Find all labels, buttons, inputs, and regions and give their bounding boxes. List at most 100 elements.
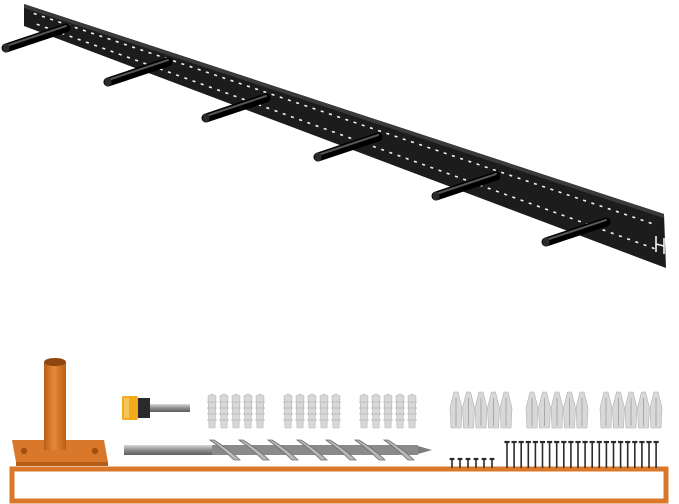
drill-bit-flute [208, 439, 241, 461]
support-rod-highlight [545, 219, 607, 241]
bracket-slot [320, 110, 324, 113]
bracket-slot [389, 151, 393, 155]
bracket-slot [58, 21, 62, 24]
bracket-slot [577, 220, 582, 223]
floating-shelf-bracket [1, 4, 666, 268]
bracket-slot [41, 15, 46, 18]
bracket-slot [315, 124, 319, 128]
bracket-slot [574, 196, 579, 200]
small-anchor [359, 393, 369, 429]
bracket-slot [648, 221, 652, 225]
bracket-slot [230, 79, 234, 83]
support-rod-end [2, 43, 10, 53]
support-rod [1, 23, 71, 53]
bracket-plate-top-edge [24, 4, 664, 218]
bracket-slot [282, 112, 286, 116]
support-rod-end [202, 113, 210, 123]
bracket-slot [468, 160, 472, 163]
bracket-plate [24, 4, 666, 268]
support-rod [431, 171, 501, 201]
bracket-slot [110, 50, 114, 53]
bracket-slot [126, 56, 131, 59]
jig-base-plate [12, 440, 108, 462]
short-screws [449, 457, 495, 468]
bracket-slot [298, 118, 303, 122]
bracket-slot [263, 90, 267, 94]
bracket-slot [69, 35, 73, 38]
drill-bit-flute [353, 439, 386, 461]
small-anchor [255, 393, 265, 429]
bracket-slot [397, 154, 401, 157]
bracket-slot [90, 32, 95, 35]
bracket-slot [394, 135, 398, 138]
support-rod-highlight [5, 25, 67, 47]
bracket-slot [353, 121, 357, 124]
bracket-slot [591, 202, 595, 205]
bracket-slot [427, 146, 431, 149]
small-anchor [207, 393, 217, 429]
bracket-slot [200, 83, 204, 86]
bracket-slot [372, 145, 377, 149]
bracket-slot [167, 71, 172, 74]
bracket-slot [323, 127, 327, 131]
small-anchor [331, 393, 341, 429]
support-rod-end [104, 77, 112, 87]
bracket-slot [643, 243, 647, 247]
drill-bit-flute [237, 439, 270, 461]
small-wall-anchors [207, 393, 417, 429]
bracket-slot [192, 80, 196, 83]
bracket-slot [184, 77, 188, 80]
bracket-slot [197, 68, 201, 71]
jig-hole [91, 447, 99, 455]
bracket-slot [336, 115, 341, 119]
bracket-slot [386, 132, 390, 135]
support-rod [541, 217, 611, 247]
drill-bit-flute [266, 439, 299, 461]
support-rod [313, 132, 383, 162]
bracket-slot [266, 106, 270, 110]
bracket-slot [82, 29, 87, 32]
support-rod [201, 93, 271, 123]
bracket-slot [435, 149, 439, 152]
bracket-slot [599, 204, 603, 208]
bracket-slot [148, 51, 152, 55]
small-anchor [307, 393, 317, 429]
jig-tube [44, 362, 66, 450]
bracket-slot [348, 136, 352, 140]
bracket-slot [459, 157, 464, 161]
jig-tube-opening [44, 358, 66, 366]
bracket-slot [640, 218, 644, 222]
orange-guide-rail [9, 466, 669, 504]
small-anchor [407, 393, 417, 429]
bracket-slot [443, 152, 447, 155]
bracket-slot [618, 234, 623, 238]
bracket-slot [74, 26, 78, 30]
small-anchor [295, 393, 305, 429]
bracket-slot [93, 44, 98, 47]
bracket-slot [520, 199, 524, 202]
bracket-slot [476, 163, 480, 166]
bracket-slot [233, 94, 237, 98]
small-anchor [243, 393, 253, 429]
bracket-slot [553, 211, 557, 214]
bracket-slot [566, 193, 570, 197]
bracket-slot [503, 193, 508, 196]
bracket-slot [140, 48, 144, 52]
bracket-slot [339, 133, 344, 137]
support-rod-end [432, 191, 440, 201]
bracket-slot [462, 178, 467, 181]
bracket-slot [241, 97, 245, 101]
support-rod [103, 57, 173, 87]
bracket-slot [558, 191, 562, 194]
bracket-slot [143, 62, 147, 65]
bracket-slot [418, 143, 423, 147]
bracket-slot [115, 40, 119, 43]
bracket-slot [271, 93, 275, 96]
bracket-slot [134, 59, 139, 62]
bracket-slot [487, 187, 491, 190]
bracket-slot [623, 213, 628, 216]
support-rod-end [314, 152, 322, 162]
bracket-slot [33, 12, 37, 16]
router-bit-collar [138, 398, 150, 418]
bracket-slot [512, 196, 516, 199]
